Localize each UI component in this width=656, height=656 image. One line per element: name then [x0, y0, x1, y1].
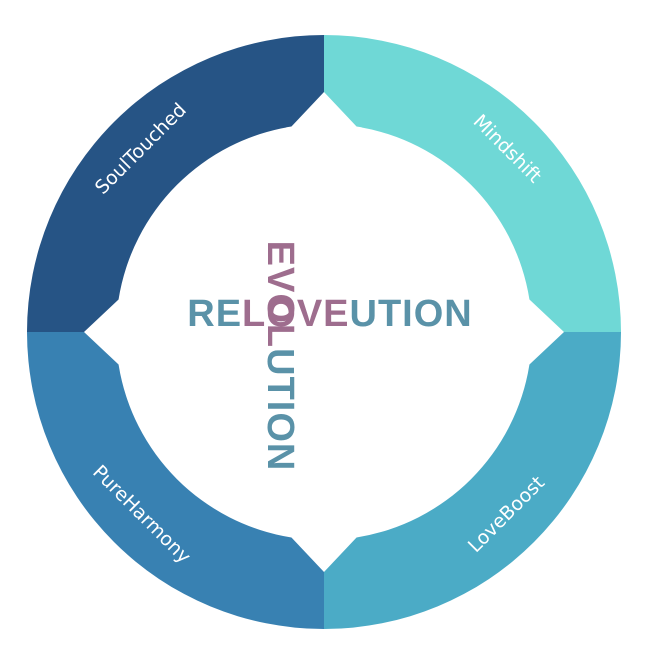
vertical-part-ution: UTION	[259, 348, 301, 471]
horizontal-part-re: RE	[187, 293, 242, 335]
horizontal-part-love: LOVE	[242, 293, 349, 335]
segment-pureharmony	[27, 332, 324, 629]
vertical-part-evol: EVOL	[259, 241, 301, 348]
horizontal-word: RELOVEUTION	[187, 293, 472, 335]
segments-layer	[27, 35, 621, 629]
vertical-word: EVOLUTION	[259, 241, 301, 472]
center-wordplay: RELOVEUTION EVOLUTION	[187, 241, 472, 472]
horizontal-part-ution: UTION	[350, 293, 473, 335]
segment-soultouched	[27, 35, 324, 332]
segment-loveboost	[324, 332, 621, 629]
segment-mindshift	[324, 35, 621, 332]
